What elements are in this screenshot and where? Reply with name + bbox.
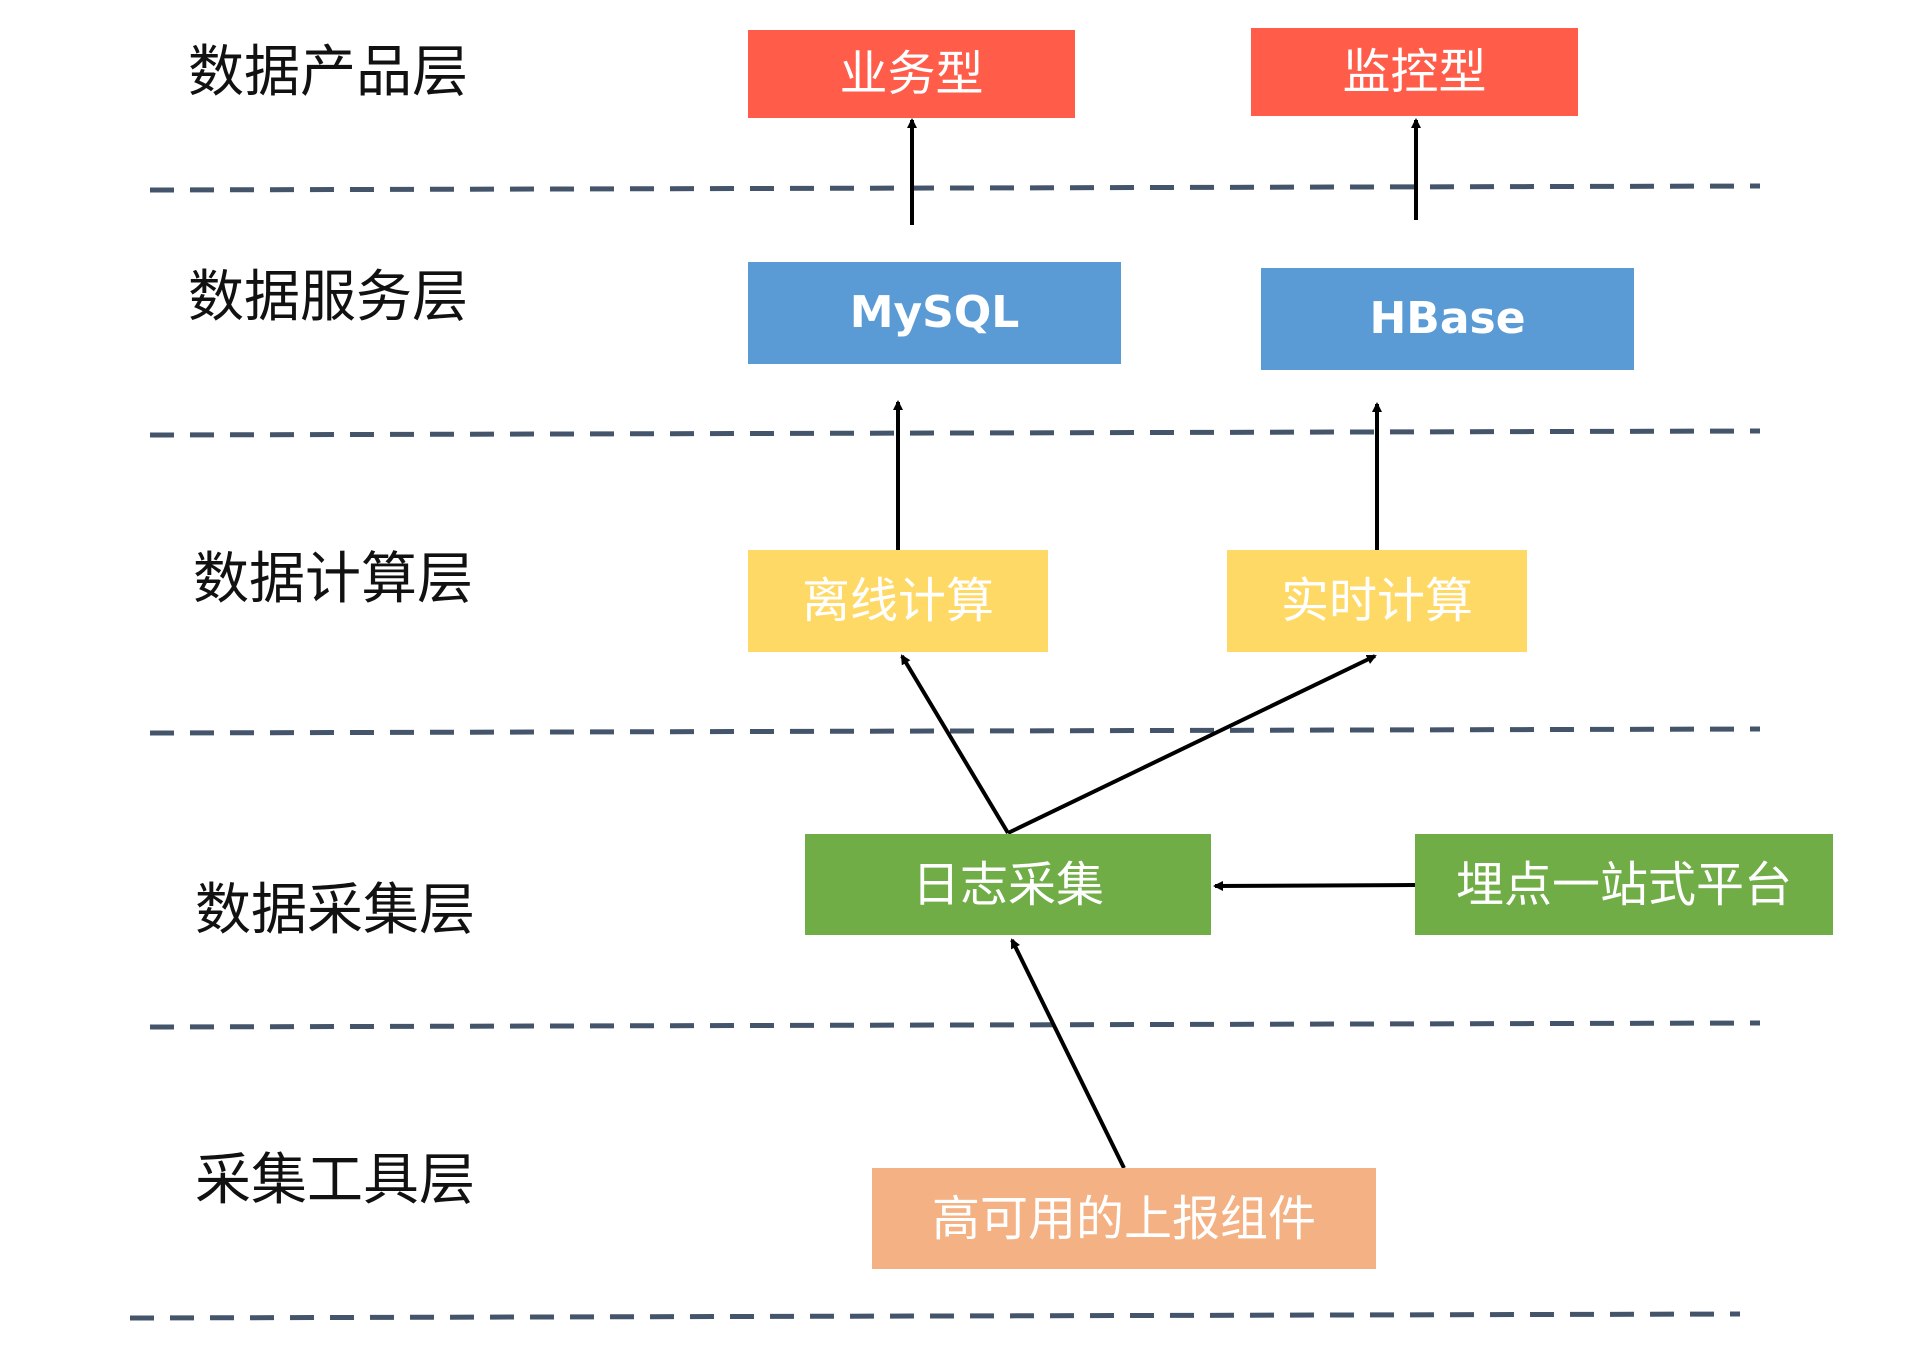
layer-label-product: 数据产品层 xyxy=(188,40,468,105)
node-realtime-label: 实时计算 xyxy=(1280,573,1473,629)
arrow-reporter-to-log xyxy=(1010,938,1126,1169)
node-hbase: HBase xyxy=(1261,268,1634,370)
node-mysql-label: MySQL xyxy=(849,287,1020,338)
layer-label-collect: 数据采集层 xyxy=(195,878,475,943)
arrow-log-to-offline xyxy=(900,654,1010,835)
node-tracking-platform-label: 埋点一站式平台 xyxy=(1455,856,1792,913)
layer-label-tool: 采集工具层 xyxy=(195,1148,475,1213)
divider-5 xyxy=(129,1311,1741,1321)
node-tracking-platform: 埋点一站式平台 xyxy=(1415,834,1833,935)
layer-label-compute: 数据计算层 xyxy=(193,547,473,612)
node-log-collect-label: 日志采集 xyxy=(911,856,1104,913)
divider-3 xyxy=(149,726,1761,736)
node-realtime: 实时计算 xyxy=(1227,550,1527,652)
node-mysql: MySQL xyxy=(748,262,1121,364)
arrow-log-to-realtime xyxy=(1007,654,1377,835)
arrow-platform-to-log xyxy=(1213,880,1416,891)
node-offline: 离线计算 xyxy=(748,550,1048,652)
node-monitor-label: 监控型 xyxy=(1342,44,1487,100)
node-monitor: 监控型 xyxy=(1251,28,1578,116)
node-reporter-label: 高可用的上报组件 xyxy=(931,1190,1316,1247)
node-offline-label: 离线计算 xyxy=(801,573,994,629)
divider-1 xyxy=(149,183,1761,193)
node-hbase-label: HBase xyxy=(1369,293,1526,344)
node-log-collect: 日志采集 xyxy=(805,834,1211,935)
divider-2 xyxy=(149,428,1761,438)
layer-label-service: 数据服务层 xyxy=(188,265,468,330)
node-reporter: 高可用的上报组件 xyxy=(872,1168,1376,1269)
node-business: 业务型 xyxy=(748,30,1075,118)
divider-4 xyxy=(149,1020,1761,1030)
node-business-label: 业务型 xyxy=(839,46,984,102)
